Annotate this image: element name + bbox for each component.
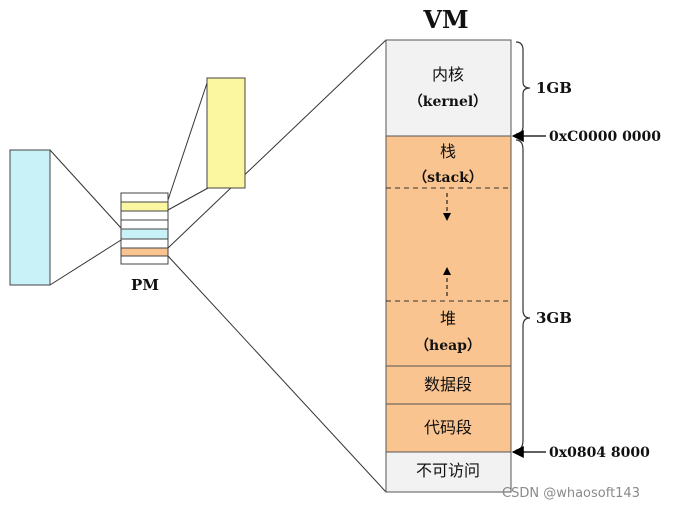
connector-vm-top — [167, 39, 387, 249]
heap-label: 堆 — [440, 309, 456, 328]
segment-code — [385, 403, 512, 453]
pm-strip-orange — [120, 247, 169, 257]
virtual-memory — [385, 39, 512, 493]
stack-label: 栈 — [440, 142, 456, 161]
code-segment-label: 代码段 — [424, 418, 472, 437]
vm-title: VM — [422, 5, 468, 34]
page-block-yellow — [206, 77, 246, 189]
pm-strip-4 — [120, 219, 169, 230]
segment-data — [385, 365, 512, 405]
segment-user-stack-heap — [385, 135, 512, 367]
stack-sublabel: （stack） — [413, 170, 483, 186]
page-block-cyan — [9, 149, 51, 286]
pm-label: PM — [131, 276, 159, 294]
pm-strip-6 — [120, 238, 169, 249]
connector-cyan-bottom — [49, 239, 122, 286]
physical-memory — [120, 192, 169, 265]
connector-cyan-top — [49, 149, 122, 229]
connector-yellow-bottom — [167, 187, 209, 211]
brace-1gb — [515, 41, 531, 135]
pm-strip-8 — [120, 255, 169, 265]
kernel-label: 内核 — [432, 65, 464, 84]
heap-sublabel: （heap） — [415, 338, 481, 354]
pm-strip-yellow — [120, 201, 169, 212]
kernel-start-address: 0xC0000 0000 — [549, 129, 661, 145]
watermark: CSDN @whaosoft143 — [502, 486, 640, 501]
pm-strip-cyan — [120, 228, 169, 240]
brace-3gb — [515, 139, 531, 451]
segment-noaccess — [385, 451, 512, 493]
connector-yellow-top — [167, 79, 209, 201]
size-1gb: 1GB — [536, 79, 572, 97]
code-start-address: 0x0804 8000 — [549, 445, 650, 461]
kernel-sublabel: （kernel） — [409, 94, 487, 110]
segment-kernel — [385, 39, 512, 137]
connector-lines — [49, 39, 387, 493]
pm-strip-3 — [120, 210, 169, 221]
size-3gb: 3GB — [536, 309, 572, 327]
connector-vm-bottom — [167, 255, 387, 493]
noaccess-label: 不可访问 — [416, 461, 480, 480]
pm-strip-1 — [120, 192, 169, 203]
data-segment-label: 数据段 — [424, 375, 472, 394]
